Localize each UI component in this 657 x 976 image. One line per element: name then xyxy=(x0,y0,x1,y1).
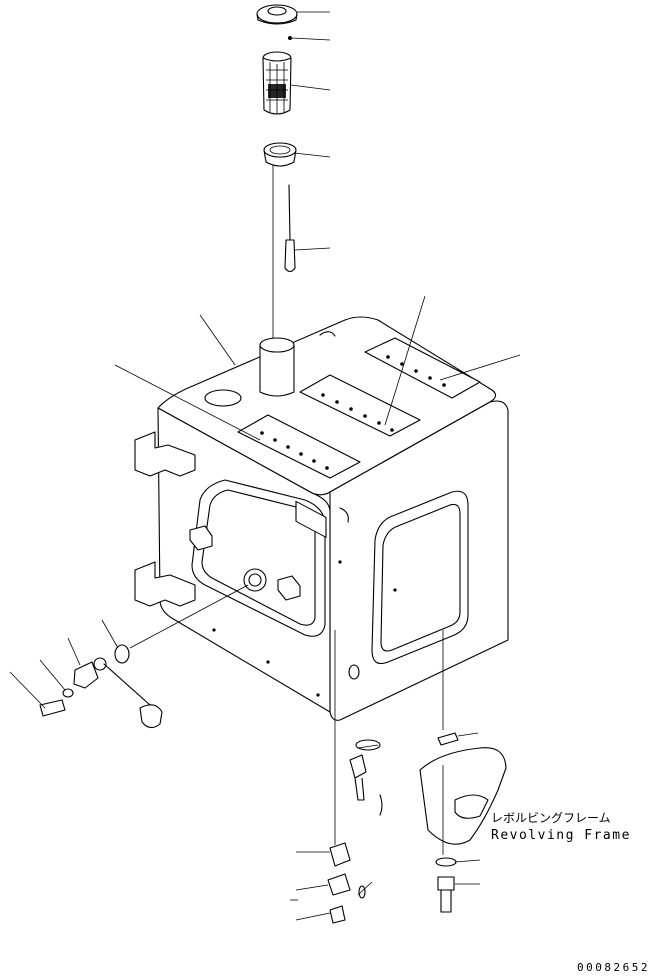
level-float-switch xyxy=(39,644,163,729)
alignment-lines xyxy=(129,165,444,855)
filler-neck-ring xyxy=(263,142,297,167)
revolving-frame-label-en: Revolving Frame xyxy=(491,828,631,843)
filler-cap-pin xyxy=(288,36,292,40)
drawing-number: 00082652 xyxy=(577,961,650,974)
dipstick xyxy=(284,184,296,273)
revolving-frame-label-jp: レボルビングフレーム xyxy=(491,811,611,825)
cover-bolts xyxy=(260,355,446,470)
strainer xyxy=(262,51,292,115)
filler-cap xyxy=(256,4,298,25)
callout-leaders xyxy=(9,11,521,921)
hydraulic-tank xyxy=(134,316,509,721)
